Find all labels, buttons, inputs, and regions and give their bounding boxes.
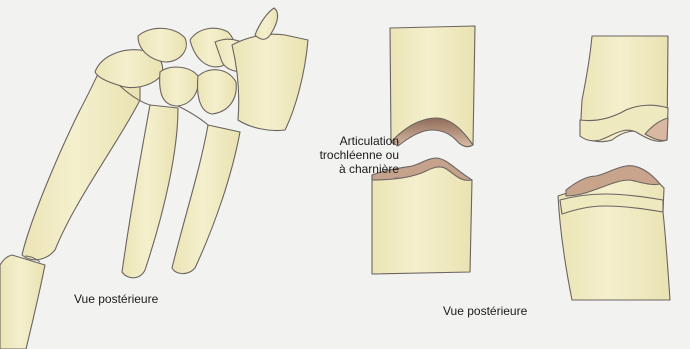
hinge-joint-closed	[558, 36, 670, 300]
joint-type-label: Articulation trochléenne ou à charnière	[272, 134, 399, 176]
metacarpal-3	[172, 125, 240, 274]
right-view-label: Vue postérieure	[443, 304, 527, 318]
phalanx-1	[0, 255, 45, 349]
metacarpal-2	[122, 105, 178, 278]
metacarpal-1	[22, 66, 140, 260]
joint-label-line-2: trochléenne ou	[272, 148, 399, 162]
carpal-5	[198, 70, 237, 114]
forearm-bone	[232, 34, 308, 130]
left-view-label: Vue postérieure	[74, 292, 158, 306]
joint-label-line-1: Articulation	[272, 134, 399, 148]
carpal-3	[160, 67, 199, 106]
joint-label-line-3: à charnière	[272, 162, 399, 176]
